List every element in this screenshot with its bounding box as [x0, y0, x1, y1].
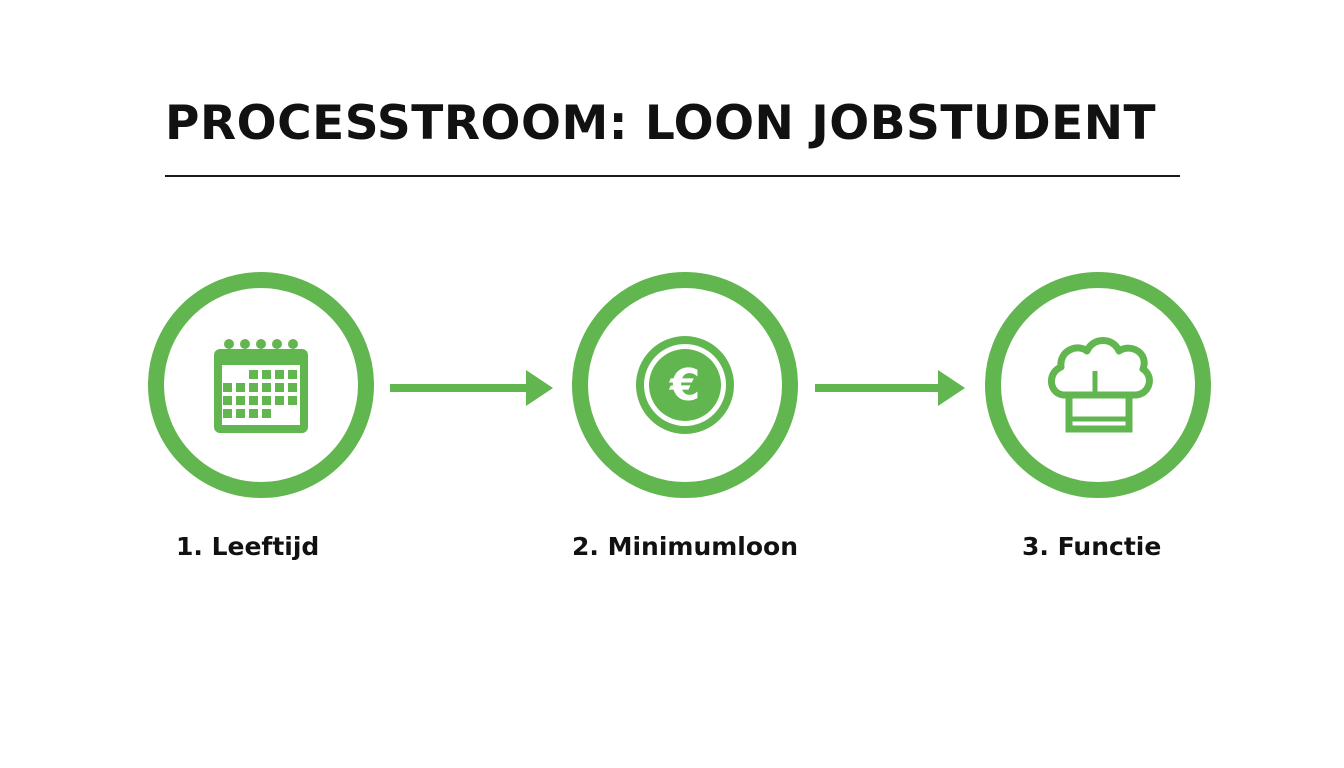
page-title: PROCESSTROOM: LOON JOBSTUDENT — [165, 96, 1157, 151]
arrow-right-icon — [815, 370, 965, 406]
step-2-label: 2. Minimumloon — [572, 532, 799, 561]
step-3-label: 3. Functie — [1022, 532, 1162, 561]
step-1-circle — [148, 272, 374, 498]
chef-hat-icon — [1048, 337, 1153, 433]
euro-coin-icon: € — [636, 336, 734, 434]
title-divider — [165, 175, 1180, 177]
arrow-right-icon — [390, 370, 553, 406]
step-2-circle: € — [572, 272, 798, 498]
step-1-label: 1. Leeftijd — [176, 532, 320, 561]
calendar-icon — [214, 339, 308, 433]
step-3-circle — [985, 272, 1211, 498]
svg-text:€: € — [669, 360, 701, 411]
